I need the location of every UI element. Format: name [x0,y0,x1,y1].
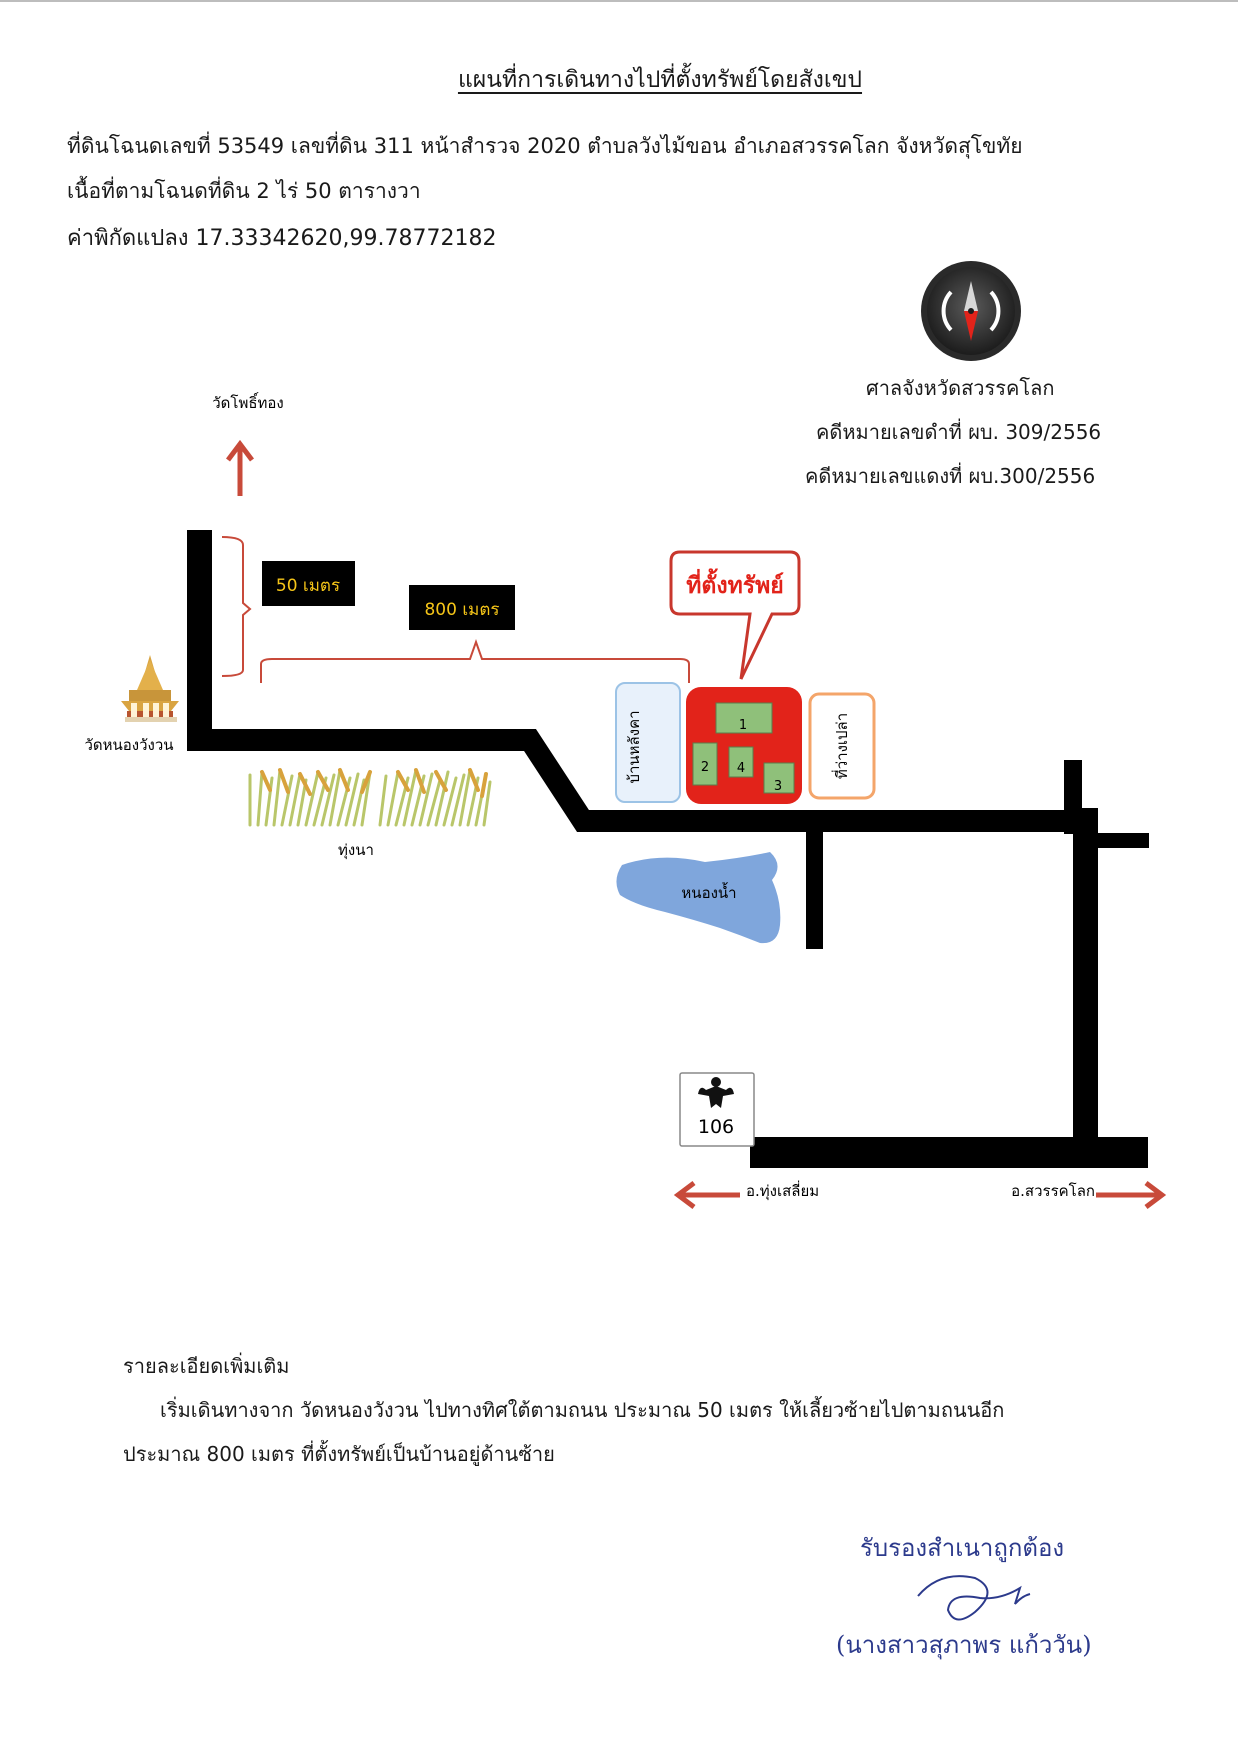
vacant-land-box [808,692,876,800]
property-callout-label: ที่ตั้งทรัพย์ [686,568,783,599]
parcel-2-label: 2 [701,760,709,775]
road-network [187,530,1149,1168]
vacant-land-label: ที่ว่างเปล่า [831,713,851,779]
red-case-number: คดีหมายเลขแดงที่ ผบ.300/2556 [805,464,1096,488]
land-area-line: เนื้อที่ตามโฉนดที่ดิน 2 ไร่ 50 ตารางวา [67,179,421,203]
arrow-left-icon [673,1181,740,1209]
distance-label-800m: 800 เมตร [424,600,499,620]
field-label: ทุ่งนา [338,841,374,860]
north-destination-label: วัดโพธิ์ทอง [212,392,283,412]
destination-right-label: อ.สวรรคโลก [1011,1182,1095,1200]
parcel-1 [715,702,773,734]
details-heading: รายละเอียดเพิ่มเติม [123,1354,290,1378]
distance-bracket-horizontal [260,638,690,683]
parcel-2 [692,742,718,786]
compass-icon [921,261,1021,361]
distance-bracket-vertical [221,536,252,677]
signature-mark [917,1575,1031,1621]
page-edge [0,0,1238,2]
black-case-number: คดีหมายเลขดำที่ ผบ. 309/2556 [816,420,1102,444]
certification-stamp: รับรองสำเนาถูกต้อง [860,1534,1065,1562]
parcel-3 [763,762,795,794]
rice-field-icon [248,768,492,827]
signer-name: (นางสาวสุภาพร แก้ววัน) [836,1631,1092,1659]
details-body: เริ่มเดินทางจาก วัดหนองวังวน ไปทางทิศใต้… [123,1398,1005,1466]
parcel-4-label: 4 [737,761,745,776]
court-name: ศาลจังหวัดสวรรคโลก [866,376,1055,400]
temple-label: วัดหนองวังวน [84,736,173,754]
neighbor-house-box [615,682,681,803]
garuda-emblem-icon [698,1077,734,1108]
property-callout [669,550,801,680]
temple-icon [121,655,179,722]
document-title: แผนที่การเดินทางไปที่ตั้งทรัพย์โดยสังเขป [457,67,863,93]
distance-box-50m [262,561,355,606]
distance-box-800m [409,585,515,630]
destination-left-label: อ.ทุ่งเสลี่ยม [746,1180,819,1201]
land-deed-line: ที่ดินโฉนดเลขที่ 53549 เลขที่ดิน 311 หน้… [67,134,1023,158]
north-arrow-icon [226,439,254,496]
pond-icon [616,852,781,944]
distance-label-50m: 50 เมตร [276,576,340,596]
parcel-3-label: 3 [774,779,782,794]
parcel-4 [728,746,754,778]
arrow-right-icon [1096,1181,1167,1209]
neighbor-house-label: บ้านหลังคา [625,710,643,783]
highway-marker [679,1072,755,1147]
highway-number: 106 [698,1116,734,1138]
parcel-1-label: 1 [739,718,747,733]
pond-label: หนองน้ำ [681,882,736,902]
coordinate-line: ค่าพิกัดแปลง 17.33342620,99.78772182 [67,226,497,251]
